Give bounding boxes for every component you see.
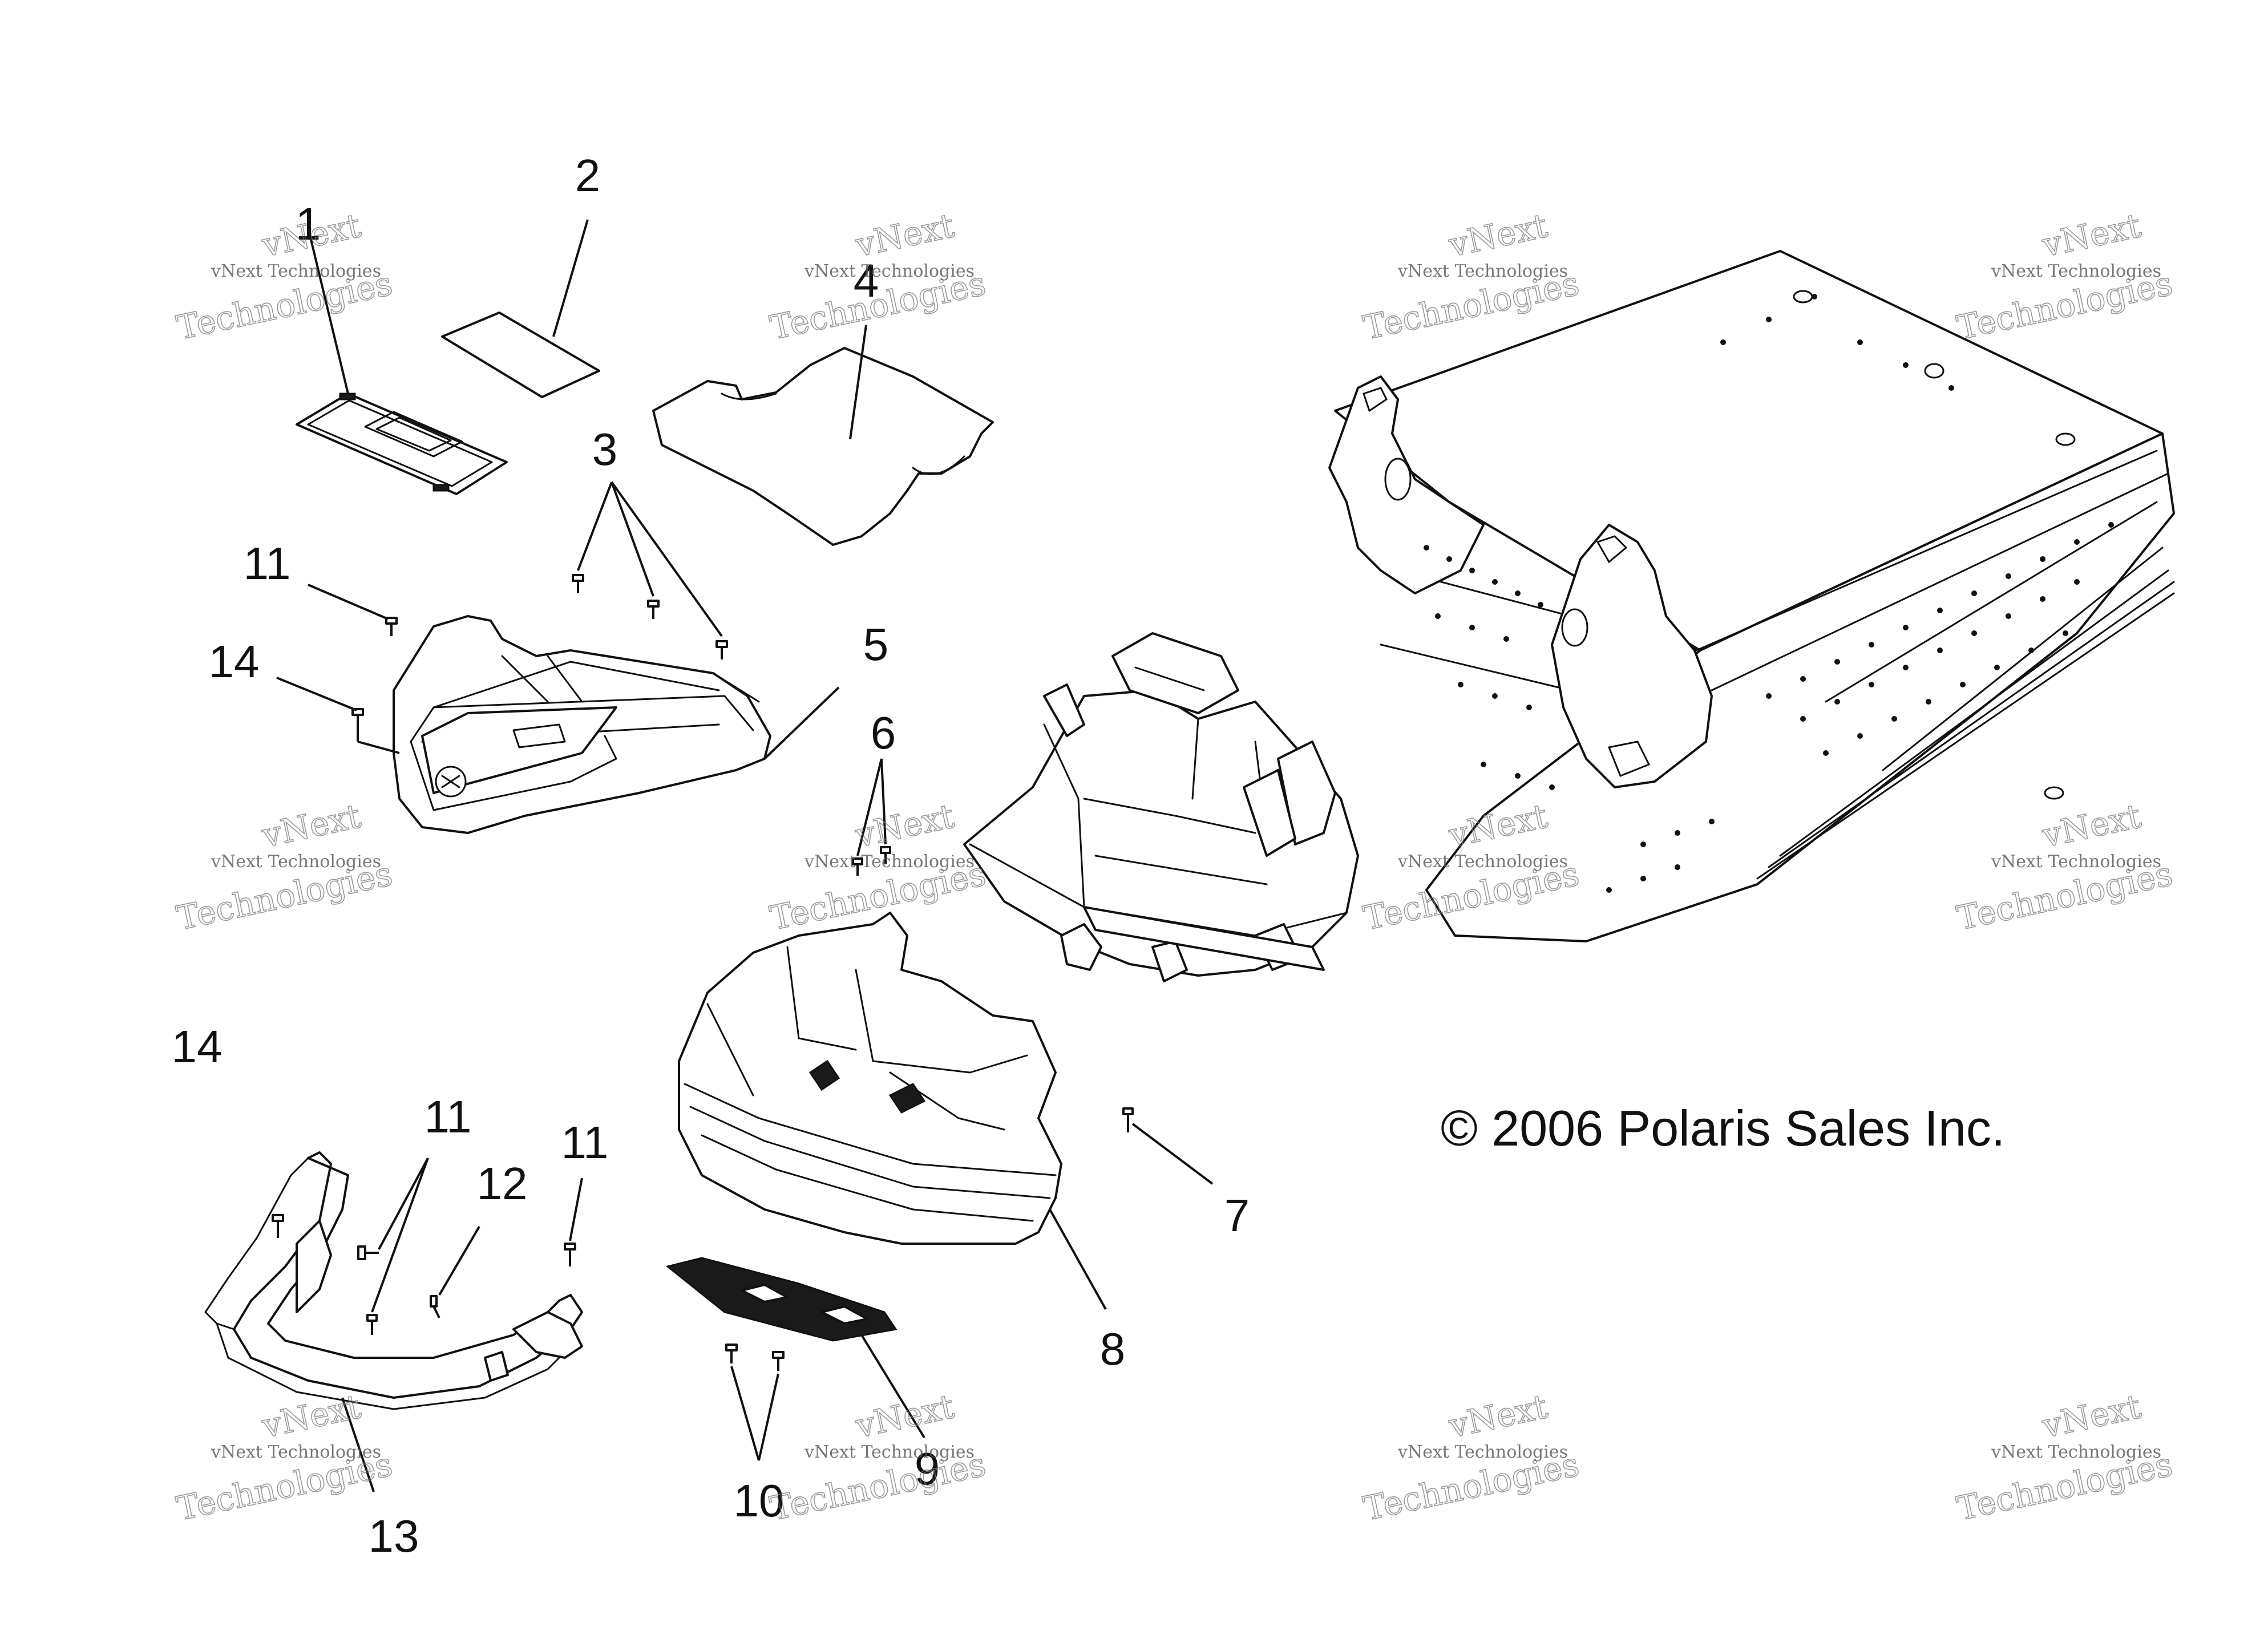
watermark-small: vNext Technologies bbox=[804, 852, 975, 872]
part-1-access-panel bbox=[296, 392, 508, 495]
watermark: vNext vNext Technologies Technologies bbox=[1953, 205, 2176, 347]
part-9-grille bbox=[665, 1257, 898, 1342]
part-5-belly-pan bbox=[393, 615, 771, 834]
watermark-small: vNext Technologies bbox=[1397, 261, 1568, 281]
screw-3c bbox=[715, 640, 728, 659]
screw-14a bbox=[351, 708, 364, 727]
watermark: vNext vNext Technologies Technologies bbox=[766, 796, 989, 938]
watermark-small: vNext Technologies bbox=[211, 852, 381, 872]
part-2-decal bbox=[441, 311, 600, 398]
watermark-small: vNext Technologies bbox=[211, 1442, 381, 1462]
copyright-text: © 2006 Polaris Sales Inc. bbox=[1441, 1100, 2005, 1156]
watermark: vNext vNext Technologies Technologies bbox=[1360, 1386, 1583, 1528]
screw-10a bbox=[725, 1344, 738, 1363]
watermark-small: vNext Technologies bbox=[1991, 852, 2161, 872]
screw-14b bbox=[272, 1214, 284, 1238]
callout-11-top: 11 bbox=[243, 538, 290, 589]
screw-3b bbox=[647, 600, 660, 619]
watermark-small: vNext Technologies bbox=[1991, 1442, 2161, 1462]
callout-11-left: 11 bbox=[424, 1091, 471, 1142]
watermark-large-top: vNext bbox=[2039, 1387, 2144, 1446]
leader-lines bbox=[276, 219, 1214, 1492]
callout-2: 2 bbox=[575, 150, 601, 201]
rivets bbox=[1424, 294, 2114, 893]
callout-14-top: 14 bbox=[209, 636, 260, 687]
watermark-large-top: vNext bbox=[852, 1387, 957, 1446]
watermark: vNext vNext Technologies Technologies bbox=[1953, 1386, 2176, 1528]
watermark: vNext vNext Technologies Technologies bbox=[766, 205, 989, 347]
watermark-large-top: vNext bbox=[852, 796, 957, 855]
callout-13: 13 bbox=[369, 1511, 419, 1561]
screw-11b bbox=[357, 1245, 379, 1260]
callout-9: 9 bbox=[915, 1443, 940, 1494]
screw-11c bbox=[366, 1314, 378, 1335]
part-8-nose-pan bbox=[678, 912, 1062, 1245]
callout-4: 4 bbox=[854, 256, 879, 306]
callout-11-right: 11 bbox=[561, 1117, 608, 1168]
watermark-small: vNext Technologies bbox=[804, 1442, 975, 1462]
watermark-large-top: vNext bbox=[1445, 206, 1551, 265]
watermark: vNext vNext Technologies Technologies bbox=[173, 205, 396, 347]
watermark-small: vNext Technologies bbox=[1991, 261, 2161, 281]
watermark: vNext vNext Technologies Technologies bbox=[1360, 205, 1583, 347]
callout-1: 1 bbox=[296, 199, 321, 249]
watermark-large-top: vNext bbox=[258, 796, 364, 855]
screw-6a bbox=[852, 857, 863, 876]
screw-7 bbox=[1122, 1107, 1134, 1132]
watermark-small: vNext Technologies bbox=[211, 261, 381, 281]
callout-3: 3 bbox=[592, 424, 618, 475]
screw-11d bbox=[564, 1243, 576, 1266]
screw-3a bbox=[572, 574, 584, 593]
watermark-small: vNext Technologies bbox=[804, 261, 975, 281]
watermark: vNext vNext Technologies Technologies bbox=[173, 796, 396, 938]
callout-6: 6 bbox=[871, 707, 896, 758]
callout-14-bottom: 14 bbox=[172, 1021, 223, 1072]
rivet-12 bbox=[430, 1295, 440, 1318]
callout-5: 5 bbox=[863, 619, 889, 670]
watermark: vNext vNext Technologies Technologies bbox=[173, 1386, 396, 1528]
callout-7: 7 bbox=[1224, 1190, 1250, 1241]
fasteners bbox=[272, 574, 1134, 1371]
callout-8: 8 bbox=[1100, 1324, 1126, 1374]
callout-12: 12 bbox=[477, 1158, 528, 1209]
watermark-large-top: vNext bbox=[2039, 796, 2144, 855]
screw-10b bbox=[772, 1351, 785, 1371]
watermark-small: vNext Technologies bbox=[1397, 852, 1568, 872]
watermark-large-top: vNext bbox=[2039, 206, 2144, 265]
callouts: 1 2 3 4 5 6 7 8 9 10 11 11 11 12 13 14 1… bbox=[172, 150, 1250, 1561]
screw-6b bbox=[880, 846, 891, 864]
watermark-small: vNext Technologies bbox=[1397, 1442, 1568, 1462]
watermark-large-top: vNext bbox=[258, 1387, 364, 1446]
watermark: vNext vNext Technologies Technologies bbox=[1953, 796, 2176, 938]
chassis-tunnel bbox=[963, 250, 2175, 982]
watermark: vNext vNext Technologies Technologies bbox=[766, 1386, 989, 1528]
part-4-foam-pad bbox=[652, 347, 994, 546]
watermark-large-top: vNext bbox=[1445, 1387, 1551, 1446]
screw-11a bbox=[385, 617, 398, 636]
callout-10: 10 bbox=[734, 1475, 785, 1526]
part-13-bumper bbox=[204, 1151, 583, 1410]
watermark-large-top: vNext bbox=[852, 206, 957, 265]
